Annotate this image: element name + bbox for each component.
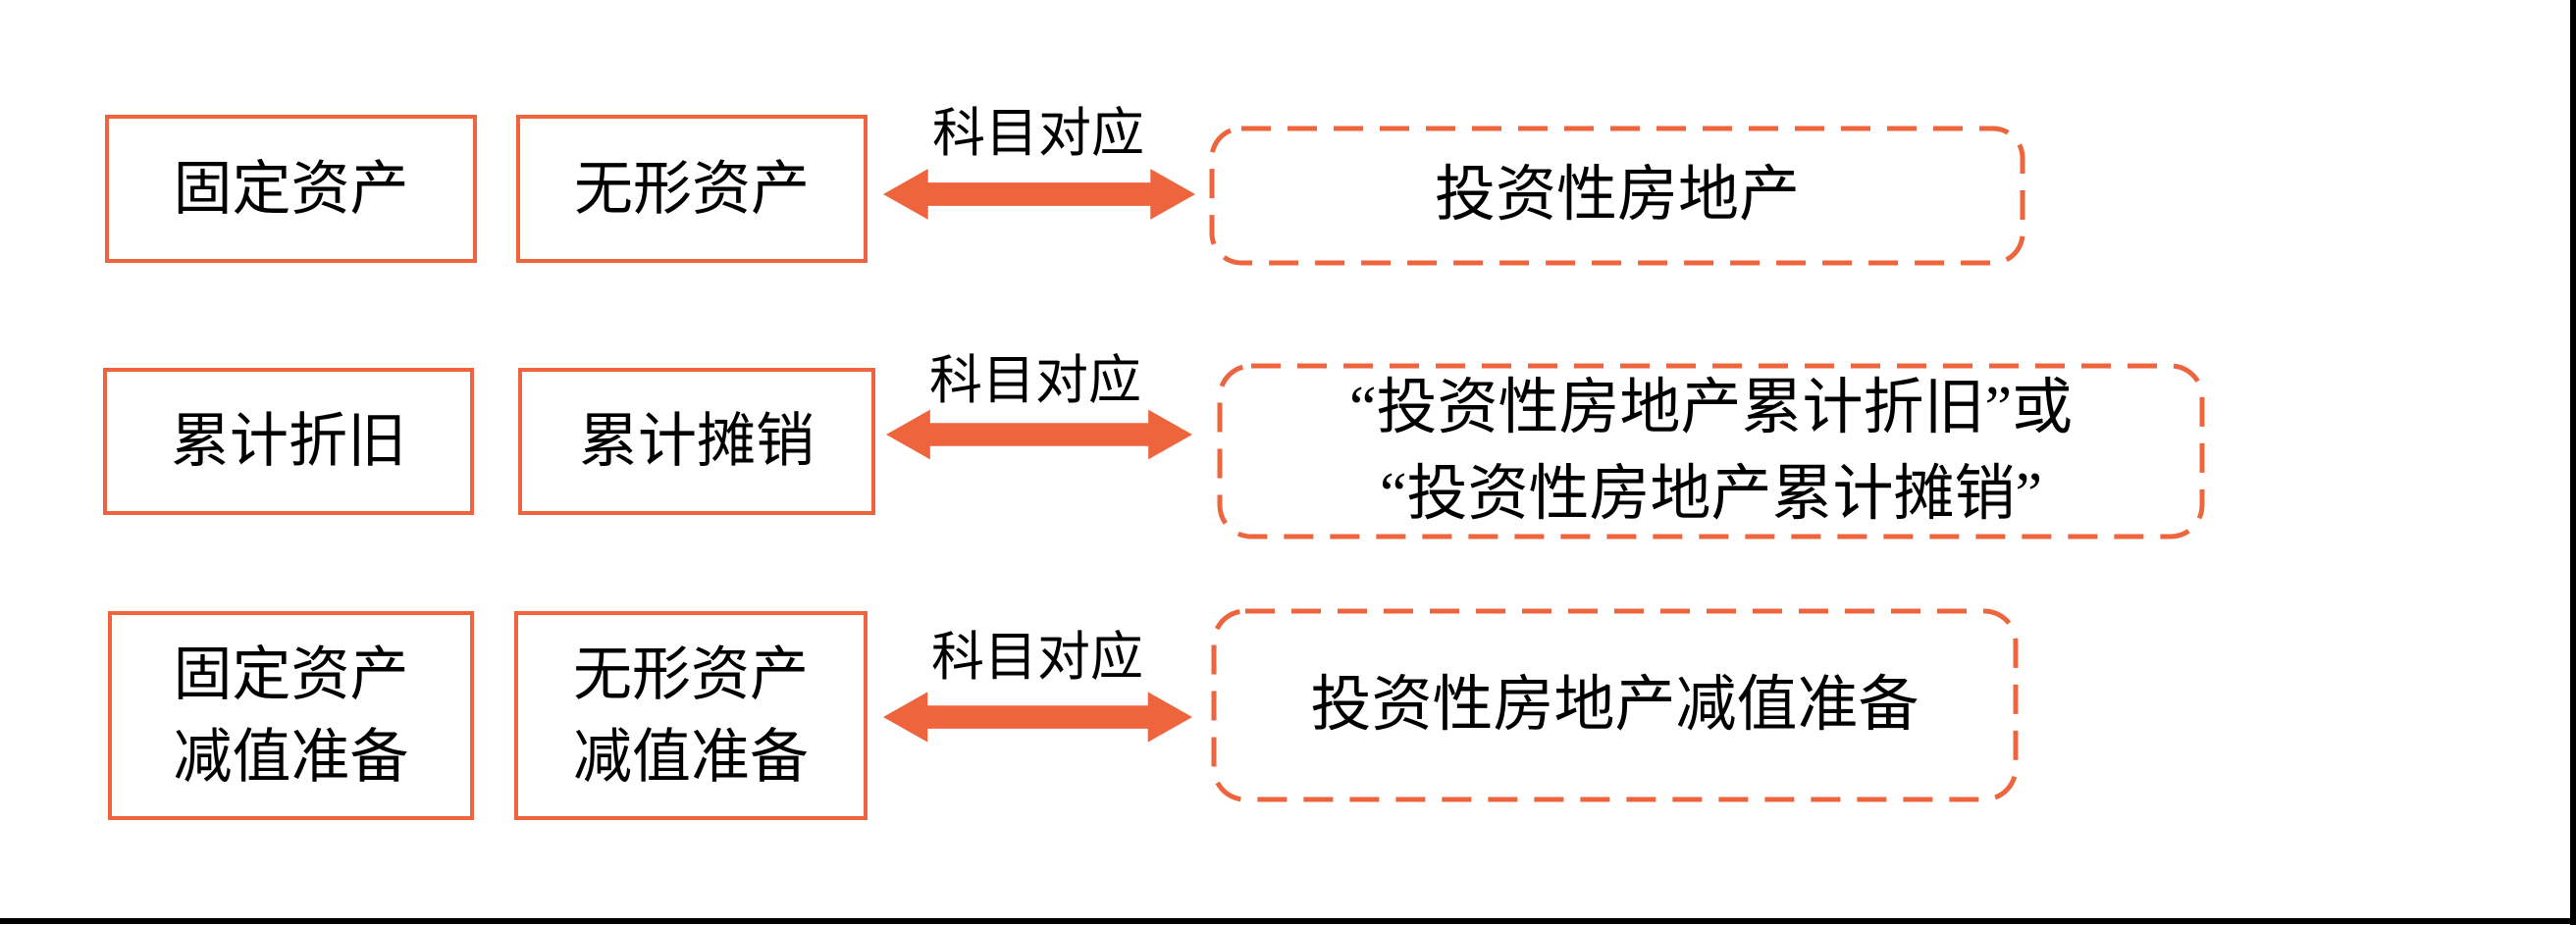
account-box-label: 固定资产 减值准备	[173, 642, 409, 790]
account-box-label: 无形资产 减值准备	[573, 642, 809, 790]
double-arrow-icon	[883, 169, 1195, 220]
account-box-intangible-assets: 无形资产	[516, 115, 867, 263]
account-box-fixed-assets-impairment: 固定资产 减值准备	[108, 611, 474, 820]
account-box-fixed-assets: 固定资产	[105, 115, 477, 263]
target-box-label: “投资性房地产累计折旧”或 “投资性房地产累计摊销”	[1348, 374, 2074, 528]
target-box-investment-property-impairment: 投资性房地产减值准备	[1211, 608, 2019, 802]
double-arrow-icon	[886, 409, 1192, 460]
account-box-intangible-assets-impairment: 无形资产 减值准备	[514, 611, 867, 820]
correspondence-label: 科目对应	[929, 351, 1141, 410]
dashed-border	[1217, 363, 2205, 540]
account-box-label: 累计折旧	[171, 409, 406, 474]
account-box-accumulated-amortization: 累计摊销	[518, 368, 875, 515]
account-box-label: 无形资产	[574, 156, 810, 222]
account-box-label: 累计摊销	[579, 409, 815, 474]
correspondence-label: 科目对应	[931, 628, 1143, 687]
target-box-label: 投资性房地产	[1434, 162, 1800, 230]
account-box-accumulated-depreciation: 累计折旧	[103, 368, 474, 515]
correspondence-label: 科目对应	[932, 104, 1144, 163]
bottom-frame-line	[0, 918, 2576, 924]
target-box-label: 投资性房地产减值准备	[1310, 671, 1919, 739]
dashed-border	[1211, 608, 2019, 802]
target-box-investment-property: 投资性房地产	[1209, 126, 2025, 266]
double-arrow-icon	[883, 692, 1192, 743]
target-box-investment-property-depreciation-amortization: “投资性房地产累计折旧”或 “投资性房地产累计摊销”	[1217, 363, 2205, 540]
account-box-label: 固定资产	[173, 156, 409, 222]
right-frame-line	[2570, 0, 2576, 925]
dashed-border	[1209, 126, 2025, 266]
